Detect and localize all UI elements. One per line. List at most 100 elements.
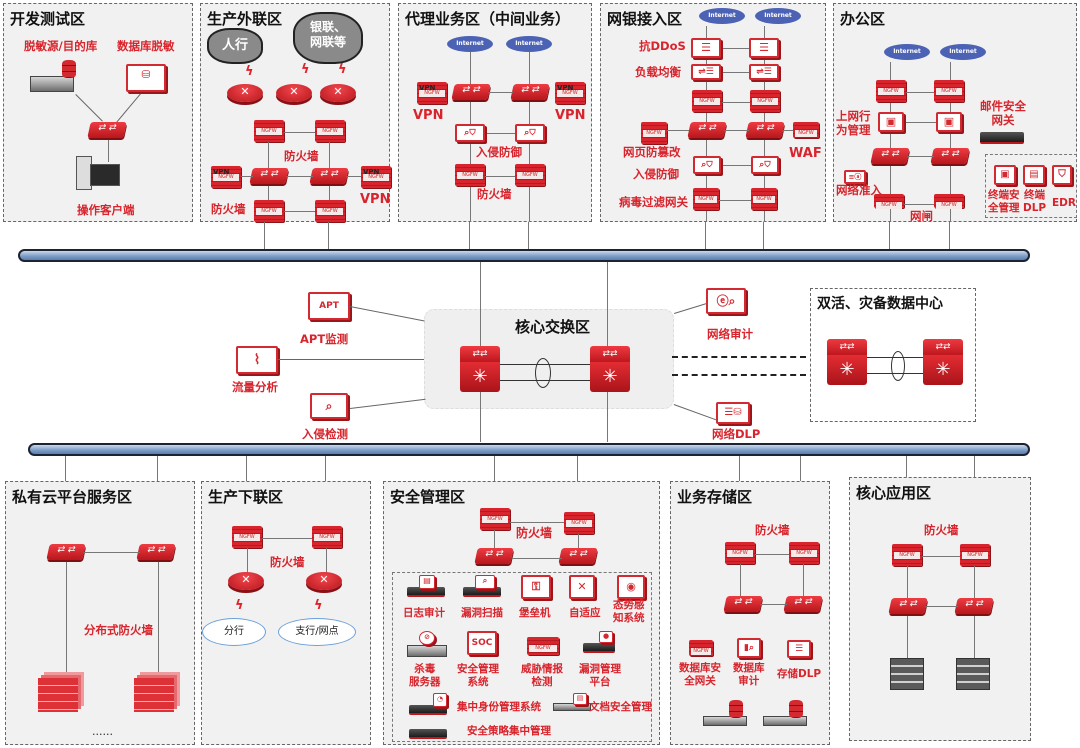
- vpn-device-text: VPN: [363, 168, 380, 176]
- edr-icon: ⛉: [1052, 165, 1072, 185]
- core-switch-icon: ⇄⇄✳: [590, 346, 630, 392]
- label-apt: APT监测: [300, 332, 349, 346]
- cloud-branch: 分行: [202, 618, 266, 646]
- label-net-dlp: 网络DLP: [712, 427, 761, 441]
- zone-title: 双活、灾备数据中心: [817, 296, 943, 312]
- firewall-icon: [692, 90, 722, 112]
- tool-label: 安全管理 系统: [457, 663, 499, 688]
- soc-icon: SOC: [467, 631, 497, 655]
- firewall-icon: [564, 512, 594, 534]
- threat-intel-icon: [527, 637, 559, 655]
- label-db-audit: 数据库 审计: [733, 662, 765, 687]
- firewall-icon: [960, 544, 990, 566]
- tool-label: 态势感 知系统: [613, 599, 645, 624]
- nac-icon: ≡ⓐ: [844, 170, 866, 184]
- behavior-mgmt-icon: ▣: [878, 112, 904, 132]
- lower-backbone-bus: [28, 443, 1030, 456]
- db-audit-icon: ▮⌕: [737, 638, 761, 658]
- label-distributed-fw: 分布式防火墙: [84, 623, 153, 637]
- zone-title: 核心交换区: [515, 318, 591, 336]
- zone-security-mgmt: 安全管理区 防火墙 ▤ ⌕ ⚿ ✕ ◉ 日志审计 漏洞扫描 堡垒机 自适应 态势…: [383, 481, 660, 745]
- firewall-icon: [254, 200, 284, 222]
- net-dlp-icon: ☰⛁: [716, 402, 750, 424]
- ips-icon: ⌕⛉: [515, 124, 545, 142]
- net-gap-icon: [874, 194, 904, 209]
- tool-label: 堡垒机: [519, 607, 551, 619]
- cloud-unionpay: 银联、 网联等: [293, 12, 363, 64]
- vpn-gateway-icon: [361, 166, 391, 188]
- vuln-mgmt-icon: [583, 643, 615, 653]
- web-tamper-device-icon: [641, 122, 667, 144]
- label-firewall: 防火墙: [924, 523, 959, 537]
- db-masking-icon: ⛁: [126, 64, 166, 92]
- zone-title: 生产外联区: [207, 10, 283, 28]
- client-pc-icon: [76, 156, 120, 194]
- endpoint-dlp-icon: ▤: [1023, 165, 1045, 185]
- zone-business-storage: 业务存储区 防火墙 ▮⌕ ☰ 数据库安 全网关 数据库 审计 存储DLP: [670, 481, 830, 745]
- endpoint-group: ▣ ▤ ⛉ 终端安 全管理 终端 DLP EDR: [985, 154, 1077, 218]
- anti-ddos-icon: ☰: [691, 38, 721, 58]
- firewall-icon: [480, 508, 510, 530]
- zone-ebank: 网银接入区 Internet Internet 抗DDoS ☰ ☰ 负载均衡 ⇌…: [600, 3, 826, 222]
- core-switch-icon: ⇄⇄✳: [460, 346, 500, 392]
- ids-icon: ⌕: [310, 393, 348, 419]
- label-flow: 流量分析: [232, 380, 278, 394]
- firewall-icon: [232, 526, 262, 548]
- antivirus-badge: ⊘: [419, 631, 435, 645]
- switch-icon: [249, 168, 289, 184]
- label-vpn: VPN: [360, 192, 391, 207]
- zone-title: 私有云平台服务区: [12, 488, 133, 506]
- situation-awareness-icon: ◉: [617, 575, 645, 599]
- internet-cloud-icon: Internet: [447, 36, 493, 52]
- link-bolt-icon: ϟ: [235, 598, 244, 613]
- dr-link: [672, 356, 806, 358]
- switch-icon: [930, 148, 970, 164]
- switch-icon: [87, 122, 127, 138]
- vpn-device-text: VPN: [557, 84, 574, 92]
- storage-dlp-icon: ☰: [787, 640, 811, 658]
- vuln-scan-icon: [463, 587, 501, 597]
- label-edr: EDR: [1052, 197, 1076, 209]
- label-source-db: 脱敏源/目的库: [24, 39, 98, 53]
- doc-security-badge: ▤: [573, 693, 587, 705]
- log-audit-icon-badge: ▤: [419, 575, 435, 589]
- switch-icon: [783, 596, 823, 612]
- apt-monitor-icon: APT: [308, 292, 350, 320]
- label-storage-dlp: 存储DLP: [777, 668, 822, 680]
- zone-core-apps: 核心应用区 防火墙: [849, 477, 1031, 741]
- zone-title: 开发测试区: [10, 10, 86, 28]
- label-load-balance: 负载均衡: [635, 65, 681, 79]
- storage-server-icon: [763, 716, 807, 726]
- adaptive-icon: ✕: [569, 575, 595, 599]
- zone-title: 代理业务区（中间业务）: [405, 10, 571, 28]
- label-ips: 入侵防御: [633, 167, 679, 181]
- core-switch-icon: ⇄⇄✳: [923, 339, 963, 385]
- link-aggregation-icon: [891, 351, 905, 381]
- label-anti-ddos: 抗DDoS: [639, 39, 686, 53]
- db-gateway-icon: [689, 640, 713, 656]
- net-audit-icon: ⓔ⌕: [706, 288, 746, 314]
- label-net-audit: 网络审计: [707, 327, 753, 341]
- doc-security-icon: [553, 703, 591, 711]
- label-av-gateway: 病毒过滤网关: [619, 195, 688, 209]
- switch-icon: [309, 168, 349, 184]
- zone-title: 业务存储区: [677, 488, 753, 506]
- label-endpoint-mgmt: 终端安 全管理: [988, 189, 1020, 214]
- tool-label: 威胁情报 检测: [521, 663, 563, 688]
- switch-icon: [687, 122, 727, 138]
- link-bolt-icon: ϟ: [314, 598, 323, 613]
- db-server-icon: [30, 76, 74, 92]
- ips-icon: ⌕⛉: [751, 156, 779, 174]
- label-vpn-right: VPN: [555, 108, 586, 123]
- antivirus-server-icon: [407, 645, 447, 657]
- upper-backbone-bus: [18, 249, 1030, 262]
- firewall-icon: [315, 200, 345, 222]
- label-client: 操作客户端: [77, 203, 135, 217]
- app-server-icon: [890, 658, 924, 690]
- router-icon: [228, 572, 264, 590]
- internet-cloud-icon: Internet: [699, 8, 745, 24]
- vuln-mgmt-badge: ●: [599, 631, 613, 643]
- label-firewall: 防火墙: [477, 187, 512, 201]
- internet-cloud-icon: Internet: [506, 36, 552, 52]
- av-gateway-icon: [751, 188, 777, 210]
